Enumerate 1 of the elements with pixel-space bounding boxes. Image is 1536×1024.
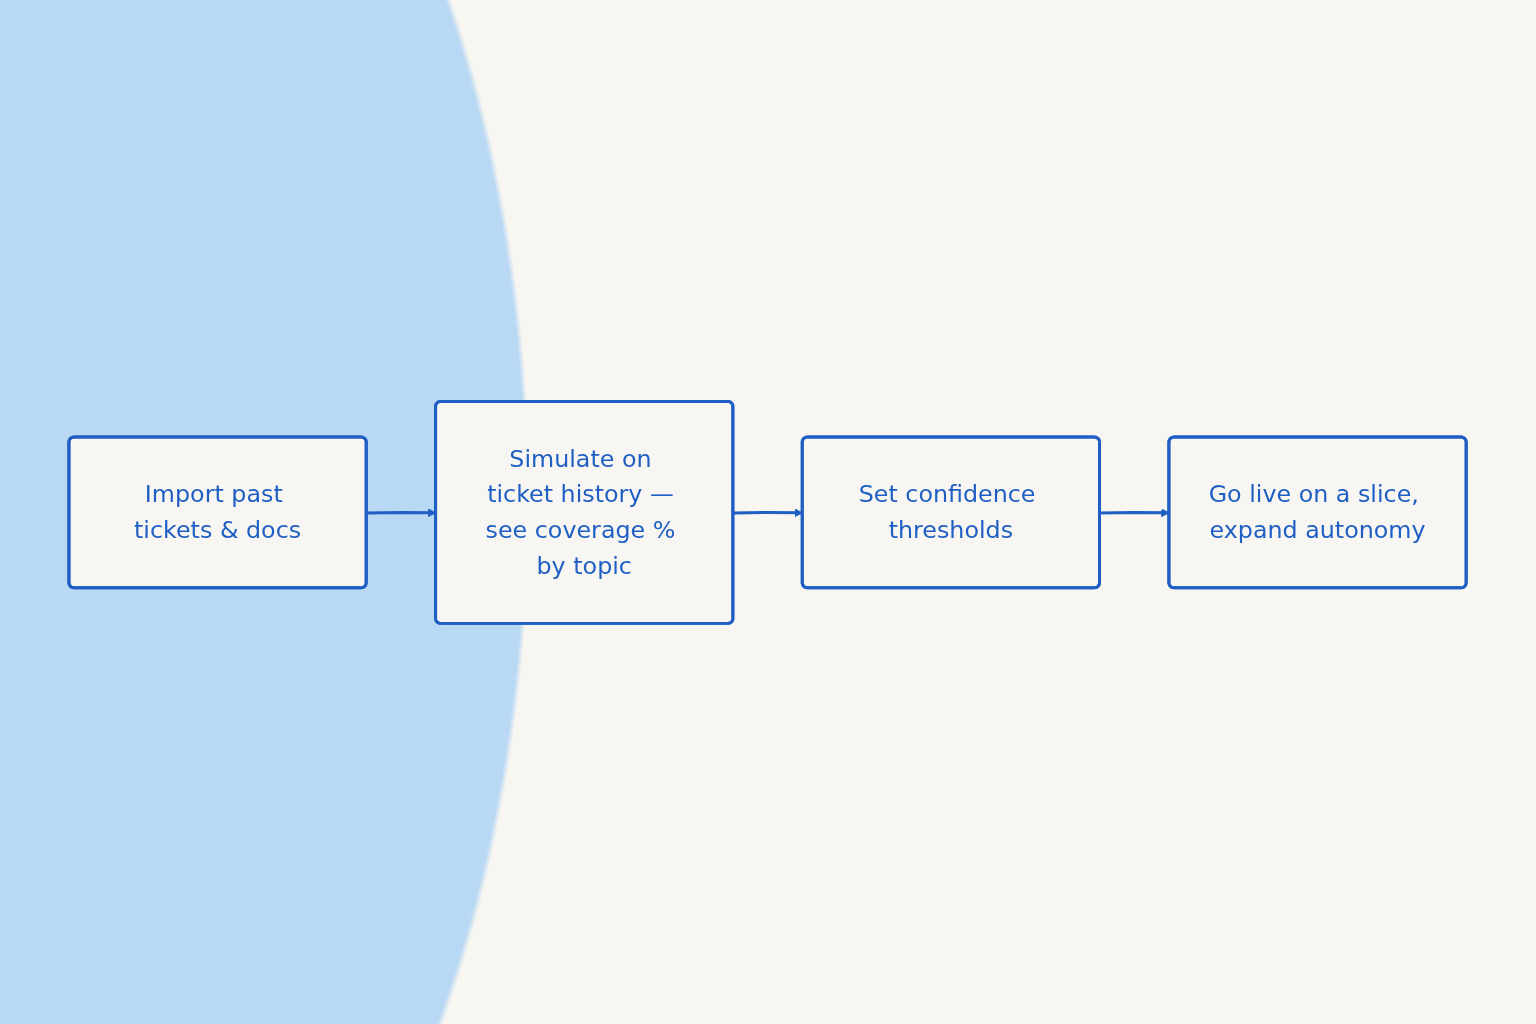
arrow	[367, 508, 437, 517]
